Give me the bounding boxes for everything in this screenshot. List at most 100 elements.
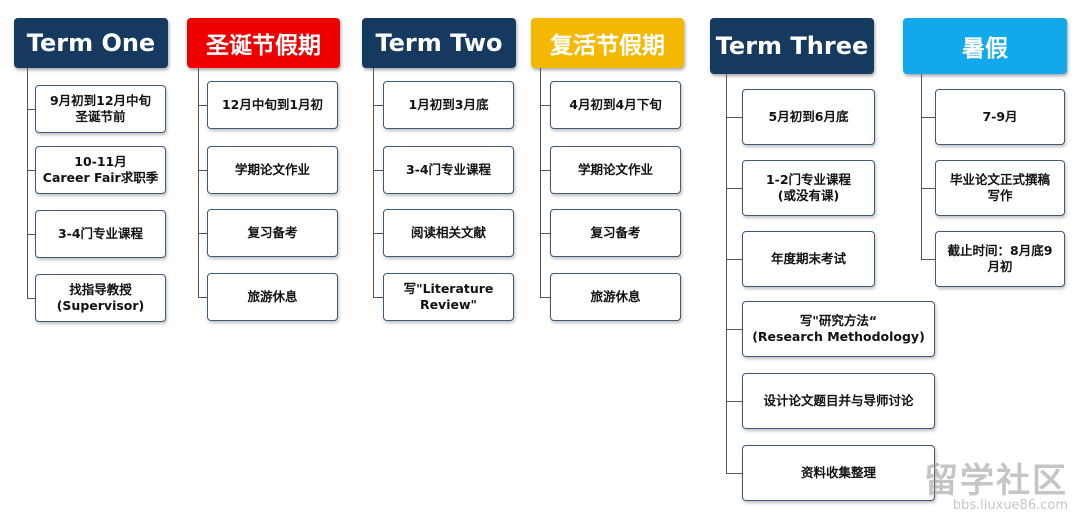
timeline-item-text: 年度期末考试 xyxy=(770,251,846,266)
column-header: 复活节假期 xyxy=(531,18,684,68)
connector-horizontal xyxy=(27,298,35,299)
column-header: 暑假 xyxy=(903,18,1067,74)
connector-vertical xyxy=(27,68,28,298)
timeline-item: 年度期末考试 xyxy=(742,231,875,287)
connector-horizontal xyxy=(540,170,550,171)
timeline-item-text: 3-4门专业课程 xyxy=(405,162,492,177)
timeline-item-text: 截止时间：8月底9 xyxy=(947,243,1053,258)
connector-horizontal xyxy=(726,188,742,189)
timeline-item-text: 旅游休息 xyxy=(590,289,641,304)
timeline-item: 1-2门专业课程(或没有课) xyxy=(742,160,875,216)
connector-horizontal xyxy=(921,117,935,118)
timeline-item: 旅游休息 xyxy=(550,273,681,321)
timeline-item: 旅游休息 xyxy=(207,273,338,321)
connector-horizontal xyxy=(198,297,207,298)
timeline-item-text: 1月初到3月底 xyxy=(408,97,489,112)
connector-horizontal xyxy=(27,234,35,235)
timeline-item: 设计论文题目并与导师讨论 xyxy=(742,373,935,429)
column-header: 圣诞节假期 xyxy=(187,18,340,68)
connector-horizontal xyxy=(373,105,383,106)
timeline-item-text: 5月初到6月底 xyxy=(768,109,849,124)
timeline-item-text: 3-4门专业课程 xyxy=(57,226,144,241)
timeline-item: 3-4门专业课程 xyxy=(35,210,166,258)
connector-vertical xyxy=(540,68,541,297)
connector-horizontal xyxy=(921,188,935,189)
connector-vertical xyxy=(921,74,922,259)
connector-horizontal xyxy=(726,329,742,330)
connector-horizontal xyxy=(726,473,742,474)
timeline-item: 复习备考 xyxy=(207,209,338,257)
column-header: Term Three xyxy=(710,18,874,74)
connector-horizontal xyxy=(198,105,207,106)
timeline-item-text: 9月初到12月中旬 xyxy=(49,93,152,108)
connector-horizontal xyxy=(198,233,207,234)
timeline-item: 1月初到3月底 xyxy=(383,81,514,129)
timeline-item-text: 学期论文作业 xyxy=(577,162,653,177)
timeline-item: 找指导教授(Supervisor) xyxy=(35,274,166,322)
connector-horizontal xyxy=(540,233,550,234)
connector-horizontal xyxy=(540,105,550,106)
timeline-item-text: 1-2门专业课程 xyxy=(765,172,852,187)
timeline-item-text: 7-9月 xyxy=(982,109,1018,124)
timeline-item-text: 10-11月 xyxy=(74,154,127,169)
timeline-item-text: 写作 xyxy=(987,188,1013,203)
connector-horizontal xyxy=(373,297,383,298)
connector-horizontal xyxy=(27,109,35,110)
column-header: Term Two xyxy=(362,18,516,68)
watermark-logo: 留学社区 xyxy=(924,461,1068,501)
timeline-item-text: (Research Methodology) xyxy=(752,329,925,344)
timeline-item-text: 复习备考 xyxy=(590,225,641,240)
timeline-item: 7-9月 xyxy=(935,89,1065,145)
timeline-item: 12月中旬到1月初 xyxy=(207,81,338,129)
connector-horizontal xyxy=(198,170,207,171)
timeline-item-text: (Supervisor) xyxy=(56,298,145,313)
timeline-item-text: 12月中旬到1月初 xyxy=(221,97,324,112)
timeline-item-text: (或没有课) xyxy=(777,188,840,203)
timeline-item: 3-4门专业课程 xyxy=(383,146,514,194)
timeline-item: 毕业论文正式撰稿写作 xyxy=(935,160,1065,216)
connector-vertical xyxy=(373,68,374,297)
connector-vertical xyxy=(198,68,199,297)
timeline-item: 复习备考 xyxy=(550,209,681,257)
timeline-item: 4月初到4月下旬 xyxy=(550,81,681,129)
connector-horizontal xyxy=(726,401,742,402)
timeline-item-text: 月初 xyxy=(987,259,1013,274)
timeline-item-text: 旅游休息 xyxy=(247,289,298,304)
timeline-item: 学期论文作业 xyxy=(550,146,681,194)
timeline-item: 资料收集整理 xyxy=(742,445,935,501)
timeline-item-text: 资料收集整理 xyxy=(800,465,876,480)
connector-vertical xyxy=(726,74,727,473)
timeline-item: 学期论文作业 xyxy=(207,146,338,194)
connector-horizontal xyxy=(373,233,383,234)
timeline-item-text: 找指导教授 xyxy=(69,282,132,297)
timeline-item-text: 毕业论文正式撰稿 xyxy=(949,172,1050,187)
timeline-item-text: 设计论文题目并与导师讨论 xyxy=(763,393,914,408)
connector-horizontal xyxy=(921,259,935,260)
timeline-item: 写"研究方法“(Research Methodology) xyxy=(742,301,935,357)
column-header: Term One xyxy=(14,18,168,68)
timeline-item-text: Review" xyxy=(419,297,478,312)
connector-horizontal xyxy=(726,259,742,260)
timeline-item-text: 4月初到4月下旬 xyxy=(569,97,662,112)
watermark: 留学社区 bbs.liuxue86.com xyxy=(924,463,1068,513)
connector-horizontal xyxy=(540,297,550,298)
connector-horizontal xyxy=(27,170,35,171)
watermark-url: bbs.liuxue86.com xyxy=(952,498,1068,513)
timeline-item-text: Career Fair求职季 xyxy=(42,170,159,185)
timeline-item-text: 写"Literature xyxy=(403,281,494,296)
timeline-item-text: 圣诞节前 xyxy=(75,109,126,124)
timeline-item-text: 阅读相关文献 xyxy=(410,225,486,240)
timeline-item: 5月初到6月底 xyxy=(742,89,875,145)
timeline-item-text: 复习备考 xyxy=(247,225,298,240)
connector-horizontal xyxy=(373,170,383,171)
timeline-item: 阅读相关文献 xyxy=(383,209,514,257)
